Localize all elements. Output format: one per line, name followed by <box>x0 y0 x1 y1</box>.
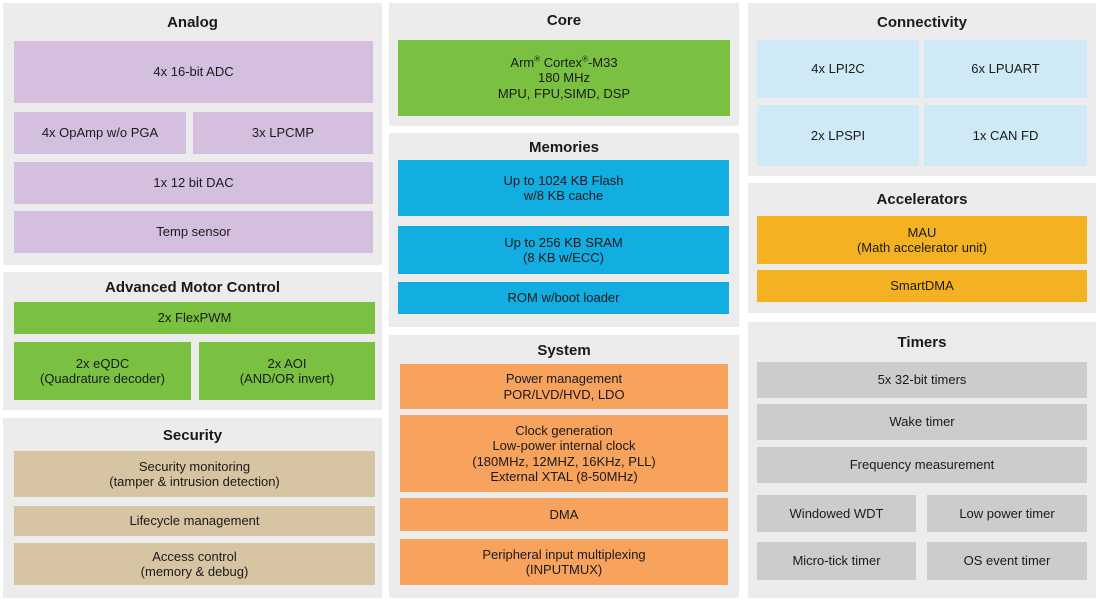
opamp-block: 4x OpAmp w/o PGA <box>14 112 186 154</box>
connectivity-title: Connectivity <box>876 14 967 31</box>
security-monitoring-desc: (tamper & intrusion detection) <box>109 474 280 489</box>
power-management-desc: POR/LVD/HVD, LDO <box>503 386 625 402</box>
temp-sensor-block: Temp sensor <box>14 211 373 253</box>
can-fd-block: 1x CAN FD <box>924 105 1087 166</box>
security-title: Security <box>162 427 223 444</box>
memories-title: Memories <box>528 139 600 156</box>
cortex-m33-block: Arm® Cortex®-M33 180 MHz MPU, FPU,SIMD, … <box>398 40 730 116</box>
flash-label: Up to 1024 KB Flash <box>503 172 624 188</box>
windowed-wdt-block: Windowed WDT <box>757 495 916 532</box>
sram-block: Up to 256 KB SRAM (8 KB w/ECC) <box>398 226 729 274</box>
opamp-label: 4x OpAmp w/o PGA <box>41 125 159 141</box>
timers-title: Timers <box>897 334 947 351</box>
sram-ecc: (8 KB w/ECC) <box>523 250 604 265</box>
dac-block: 1x 12 bit DAC <box>14 162 373 204</box>
can-fd-label: 1x CAN FD <box>972 127 1039 143</box>
clock-frequencies: (180MHz, 12MHZ, 16KHz, PLL) <box>472 453 656 469</box>
flexpwm-block: 2x FlexPWM <box>14 302 375 334</box>
low-power-timer-label: Low power timer <box>959 505 1055 521</box>
rom-block: ROM w/boot loader <box>398 282 729 314</box>
wake-timer-label: Wake timer <box>889 414 955 430</box>
lpuart-block: 6x LPUART <box>924 40 1087 98</box>
analog-title: Analog <box>167 14 218 31</box>
lifecycle-block: Lifecycle management <box>14 506 375 536</box>
inputmux-block: Peripheral input multiplexing (INPUTMUX) <box>400 539 728 585</box>
accelerators-title: Accelerators <box>876 191 968 208</box>
low-power-timer-block: Low power timer <box>927 495 1087 532</box>
adc-block: 4x 16-bit ADC <box>14 41 373 103</box>
rom-label: ROM w/boot loader <box>507 290 620 306</box>
mau-block: MAU (Math accelerator unit) <box>757 216 1087 264</box>
security-monitoring-label: Security monitoring <box>138 458 251 474</box>
32bit-timers-label: 5x 32-bit timers <box>877 372 967 388</box>
lpuart-label: 6x LPUART <box>971 61 1040 77</box>
frequency-measurement-block: Frequency measurement <box>757 447 1087 483</box>
clock-external-xtal: External XTAL (8-50MHz) <box>490 469 638 484</box>
micro-tick-timer-block: Micro-tick timer <box>757 542 916 580</box>
frequency-measurement-label: Frequency measurement <box>849 457 995 473</box>
motor-control-panel: Advanced Motor Control 2x FlexPWM 2x eQD… <box>3 272 382 410</box>
aoi-label: 2x AOI <box>267 355 307 371</box>
lpi2c-label: 4x LPI2C <box>811 61 865 77</box>
cortex-m33-label: Arm® Cortex®-M33 <box>510 54 618 70</box>
inputmux-desc: (INPUTMUX) <box>525 562 603 577</box>
core-features: MPU, FPU,SIMD, DSP <box>497 85 631 101</box>
flexpwm-label: 2x FlexPWM <box>157 310 232 326</box>
analog-panel: Analog 4x 16-bit ADC 4x OpAmp w/o PGA 3x… <box>3 3 382 265</box>
flash-block: Up to 1024 KB Flash w/8 KB cache <box>398 160 729 216</box>
32bit-timers-block: 5x 32-bit timers <box>757 362 1087 398</box>
security-monitoring-block: Security monitoring (tamper & intrusion … <box>14 451 375 497</box>
eqdc-label: 2x eQDC <box>75 355 130 371</box>
connectivity-panel: Connectivity 4x LPI2C 6x LPUART 2x LPSPI… <box>748 3 1096 176</box>
lpcmp-label: 3x LPCMP <box>251 125 315 141</box>
wake-timer-block: Wake timer <box>757 404 1087 440</box>
aoi-desc: (AND/OR invert) <box>239 371 335 386</box>
mau-desc: (Math accelerator unit) <box>856 240 988 255</box>
windowed-wdt-label: Windowed WDT <box>789 505 884 521</box>
lpi2c-block: 4x LPI2C <box>757 40 919 98</box>
lpspi-label: 2x LPSPI <box>810 127 866 143</box>
sram-label: Up to 256 KB SRAM <box>504 234 623 250</box>
micro-tick-timer-label: Micro-tick timer <box>792 553 881 569</box>
access-control-block: Access control (memory & debug) <box>14 543 375 585</box>
access-control-label: Access control <box>152 548 237 564</box>
adc-label: 4x 16-bit ADC <box>153 64 234 80</box>
lifecycle-label: Lifecycle management <box>129 513 260 529</box>
accelerators-panel: Accelerators MAU (Math accelerator unit)… <box>748 183 1096 313</box>
core-panel: Core Arm® Cortex®-M33 180 MHz MPU, FPU,S… <box>389 3 739 126</box>
timers-panel: Timers 5x 32-bit timers Wake timer Frequ… <box>748 322 1096 598</box>
power-management-block: Power management POR/LVD/HVD, LDO <box>400 364 728 409</box>
clock-internal: Low-power internal clock <box>492 438 636 453</box>
system-panel: System Power management POR/LVD/HVD, LDO… <box>389 335 739 598</box>
power-management-label: Power management <box>505 371 623 386</box>
clock-generation-block: Clock generation Low-power internal cloc… <box>400 415 728 492</box>
os-event-timer-block: OS event timer <box>927 542 1087 580</box>
smartdma-label: SmartDMA <box>890 278 954 294</box>
lpcmp-block: 3x LPCMP <box>193 112 373 154</box>
dma-label: DMA <box>549 506 579 522</box>
dma-block: DMA <box>400 498 728 531</box>
eqdc-desc: (Quadrature decoder) <box>39 371 165 386</box>
clock-generation-label: Clock generation <box>515 422 613 438</box>
temp-sensor-label: Temp sensor <box>156 224 231 240</box>
mau-label: MAU <box>907 224 937 240</box>
core-frequency: 180 MHz <box>537 70 591 86</box>
dac-label: 1x 12 bit DAC <box>153 175 234 191</box>
motor-control-title: Advanced Motor Control <box>105 279 280 296</box>
core-title: Core <box>546 12 582 29</box>
smartdma-block: SmartDMA <box>757 270 1087 302</box>
os-event-timer-label: OS event timer <box>963 553 1051 569</box>
flash-cache: w/8 KB cache <box>523 188 604 203</box>
memories-panel: Memories Up to 1024 KB Flash w/8 KB cach… <box>389 133 739 327</box>
inputmux-label: Peripheral input multiplexing <box>482 546 646 562</box>
lpspi-block: 2x LPSPI <box>757 105 919 166</box>
system-title: System <box>537 342 591 359</box>
access-control-desc: (memory & debug) <box>140 564 249 579</box>
eqdc-block: 2x eQDC (Quadrature decoder) <box>14 342 191 400</box>
aoi-block: 2x AOI (AND/OR invert) <box>199 342 375 400</box>
security-panel: Security Security monitoring (tamper & i… <box>3 418 382 598</box>
